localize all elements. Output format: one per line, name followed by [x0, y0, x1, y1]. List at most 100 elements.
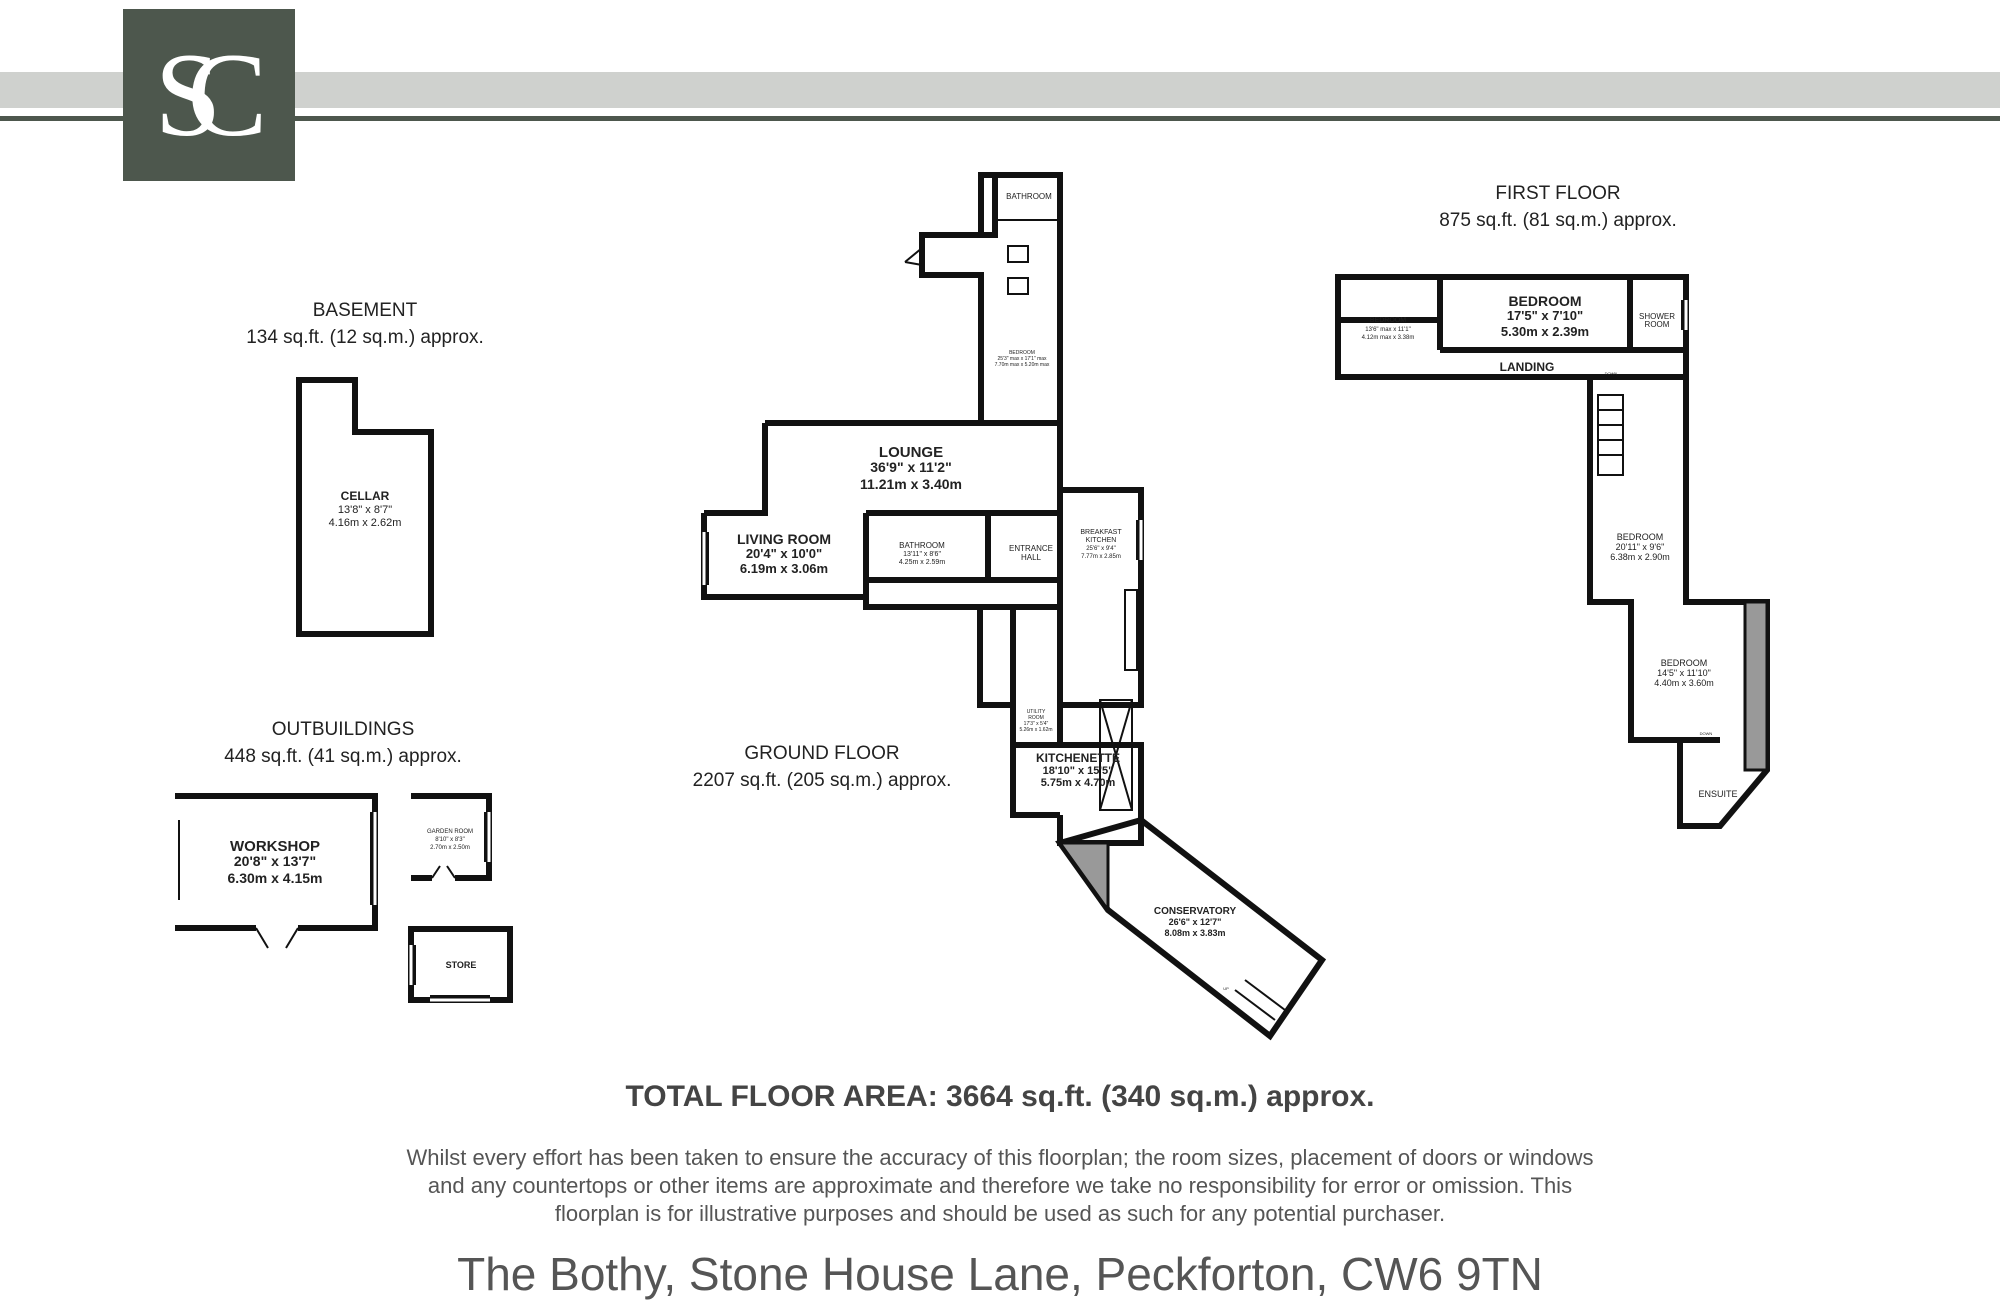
- stair-up-label: UP: [1223, 986, 1229, 991]
- room-kitchenette: KITCHENETTE 18'10" x 15'5" 5.75m x 4.70m: [1036, 751, 1120, 789]
- room-lounge: LOUNGE 36'9" x 11'2" 11.21m x 3.40m: [860, 444, 962, 492]
- room-ff-bedroom-main: BEDROOM 17'5" x 7'10" 5.30m x 2.39m: [1501, 293, 1589, 339]
- brand-logo: SC: [123, 9, 295, 181]
- utility-line2: ROOM: [1028, 715, 1044, 721]
- disclaimer-text: Whilst every effort has been taken to en…: [406, 1145, 1594, 1226]
- shower-room-line1: SHOWER: [1639, 312, 1675, 321]
- ground-floor-title: GROUND FLOOR: [744, 743, 900, 764]
- lounge-imperial: 36'9" x 11'2": [870, 459, 951, 475]
- room-entrance-hall: ENTRANCE HALL: [1009, 544, 1053, 562]
- first-floor-label: FIRST FLOOR 875 sq.ft. (81 sq.m.) approx…: [1408, 180, 1708, 234]
- logo-monogram: SC: [154, 28, 268, 161]
- conservatory-metric: 8.08m x 3.83m: [1164, 928, 1225, 938]
- gf-bedroom-metric: 7.70m max x 5.20m max: [995, 362, 1050, 368]
- ground-floor-area: 2207 sq.ft. (205 sq.m.) approx.: [692, 770, 952, 791]
- ff-bedroom-mid-imperial: 20'11" x 9'6": [1616, 542, 1665, 552]
- ff-bedroom-lower-imperial: 14'5" x 11'10": [1657, 668, 1711, 678]
- workshop-name: WORKSHOP: [230, 838, 320, 855]
- kitchenette-name: KITCHENETTE: [1036, 751, 1120, 765]
- gf-bathroom-metric: 4.25m x 2.59m: [899, 559, 945, 566]
- room-living-room: LIVING ROOM 20'4" x 10'0" 6.19m x 3.06m: [737, 531, 831, 576]
- ff-bedroom-main-metric: 5.30m x 2.39m: [1501, 324, 1589, 339]
- basement-label: BASEMENT 134 sq.ft. (12 sq.m.) approx.: [215, 297, 515, 351]
- room-ff-bedroom-lower: BEDROOM 14'5" x 11'10" 4.40m x 3.60m: [1654, 658, 1714, 688]
- ff-bedroom-small-name: BEDROOM: [1370, 317, 1406, 324]
- gf-bedroom-name: BEDROOM: [1009, 350, 1035, 356]
- kitchenette-metric: 5.75m x 4.70m: [1041, 777, 1116, 789]
- header-band: [0, 72, 2000, 108]
- ff-bedroom-small-metric: 4.12m max x 3.38m: [1362, 335, 1415, 341]
- garden-room-name: GARDEN ROOM: [427, 829, 473, 835]
- first-floor-title: FIRST FLOOR: [1495, 183, 1621, 204]
- room-store: STORE: [446, 960, 477, 970]
- room-conservatory: CONSERVATORY 26'6" x 12'7" 8.08m x 3.83m: [1154, 906, 1237, 938]
- cellar-name: CELLAR: [341, 489, 390, 503]
- room-gf-bathroom-top: BATHROOM: [1006, 192, 1052, 201]
- ff-bedroom-main-imperial: 17'5" x 7'10": [1507, 308, 1583, 323]
- cellar-outline: [296, 377, 434, 637]
- total-floor-area: TOTAL FLOOR AREA: 3664 sq.ft. (340 sq.m.…: [625, 1080, 1375, 1113]
- property-address: The Bothy, Stone House Lane, Peckforton,…: [457, 1248, 1543, 1300]
- conservatory-imperial: 26'6" x 12'7": [1169, 917, 1222, 927]
- store-outline: [408, 926, 513, 1003]
- room-landing: LANDING: [1500, 360, 1555, 374]
- ff-bedroom-mid-metric: 6.38m x 2.90m: [1610, 552, 1670, 562]
- utility-line1: UTILITY: [1027, 709, 1046, 715]
- garden-room-metric: 2.70m x 2.50m: [430, 845, 470, 851]
- ground-floor-outline: [701, 172, 1327, 1041]
- room-shower-room: SHOWER ROOM: [1639, 312, 1675, 329]
- room-gf-bedroom: BEDROOM 25'3" max x 17'1" max 7.70m max …: [995, 350, 1050, 368]
- ff-bedroom-mid-name: BEDROOM: [1617, 532, 1664, 542]
- workshop-metric: 6.30m x 4.15m: [228, 870, 323, 886]
- cellar-imperial: 13'8" x 8'7": [338, 504, 392, 516]
- garden-room-outline: [411, 793, 492, 881]
- stair-down-label-2: DOWN: [1700, 731, 1713, 736]
- ff-bedroom-lower-name: BEDROOM: [1661, 658, 1708, 668]
- lounge-name: LOUNGE: [879, 444, 943, 461]
- room-ensuite: ENSUITE: [1698, 789, 1737, 799]
- workshop-imperial: 20'8" x 13'7": [234, 853, 316, 869]
- first-floor-area: 875 sq.ft. (81 sq.m.) approx.: [1439, 210, 1677, 231]
- workshop-outline: [173, 793, 378, 949]
- gf-bathroom-imperial: 13'11" x 8'6": [903, 551, 941, 558]
- outbuildings-label: OUTBUILDINGS 448 sq.ft. (41 sq.m.) appro…: [193, 716, 493, 770]
- ff-bedroom-lower-metric: 4.40m x 3.60m: [1654, 678, 1714, 688]
- utility-imperial: 17'3" x 5'4": [1024, 721, 1049, 727]
- room-ff-bedroom-mid: BEDROOM 20'11" x 9'6" 6.38m x 2.90m: [1610, 532, 1670, 562]
- header-rule: [0, 116, 2000, 121]
- gf-bathroom-name: BATHROOM: [899, 541, 945, 550]
- room-utility: UTILITY ROOM 17'3" x 5'4" 5.26m x 1.62m: [1019, 709, 1052, 733]
- lounge-metric: 11.21m x 3.40m: [860, 476, 962, 492]
- room-gf-bathroom: BATHROOM 13'11" x 8'6" 4.25m x 2.59m: [899, 541, 945, 566]
- conservatory-name: CONSERVATORY: [1154, 906, 1237, 917]
- basement-title: BASEMENT: [312, 300, 418, 321]
- room-garden-room: GARDEN ROOM 8'10" x 8'3" 2.70m x 2.50m: [427, 829, 473, 851]
- ground-floor-label: GROUND FLOOR 2207 sq.ft. (205 sq.m.) app…: [657, 740, 987, 794]
- ensuite-name: ENSUITE: [1698, 789, 1737, 799]
- living-room-imperial: 20'4" x 10'0": [746, 546, 822, 561]
- stair-down-label: DOWN: [1605, 371, 1618, 376]
- ff-bedroom-main-name: BEDROOM: [1508, 293, 1581, 309]
- living-room-metric: 6.19m x 3.06m: [740, 561, 828, 576]
- breakfast-kitchen-metric: 7.77m x 2.85m: [1081, 554, 1121, 560]
- room-workshop: WORKSHOP 20'8" x 13'7" 6.30m x 4.15m: [228, 838, 323, 886]
- breakfast-kitchen-imperial: 25'6" x 9'4": [1086, 546, 1116, 552]
- landing-name: LANDING: [1500, 360, 1555, 374]
- basement-area: 134 sq.ft. (12 sq.m.) approx.: [246, 327, 484, 348]
- living-room-name: LIVING ROOM: [737, 531, 831, 547]
- entrance-hall-line1: ENTRANCE: [1009, 544, 1053, 553]
- shower-room-line2: ROOM: [1645, 320, 1670, 329]
- breakfast-kitchen-line1: BREAKFAST: [1080, 529, 1122, 536]
- garden-room-imperial: 8'10" x 8'3": [435, 837, 465, 843]
- first-floor-outline: [1335, 274, 1770, 829]
- breakfast-kitchen-line2: KITCHEN: [1086, 537, 1117, 544]
- gf-bedroom-imperial: 25'3" max x 17'1" max: [997, 356, 1047, 362]
- utility-metric: 5.26m x 1.62m: [1019, 727, 1052, 733]
- room-breakfast-kitchen: BREAKFAST KITCHEN 25'6" x 9'4" 7.77m x 2…: [1080, 529, 1122, 560]
- room-cellar: CELLAR 13'8" x 8'7" 4.16m x 2.62m: [329, 489, 402, 529]
- outbuildings-area: 448 sq.ft. (41 sq.m.) approx.: [224, 746, 462, 767]
- room-ff-bedroom-small: BEDROOM 13'6" max x 11'1" 4.12m max x 3.…: [1362, 317, 1415, 341]
- store-name: STORE: [446, 960, 477, 970]
